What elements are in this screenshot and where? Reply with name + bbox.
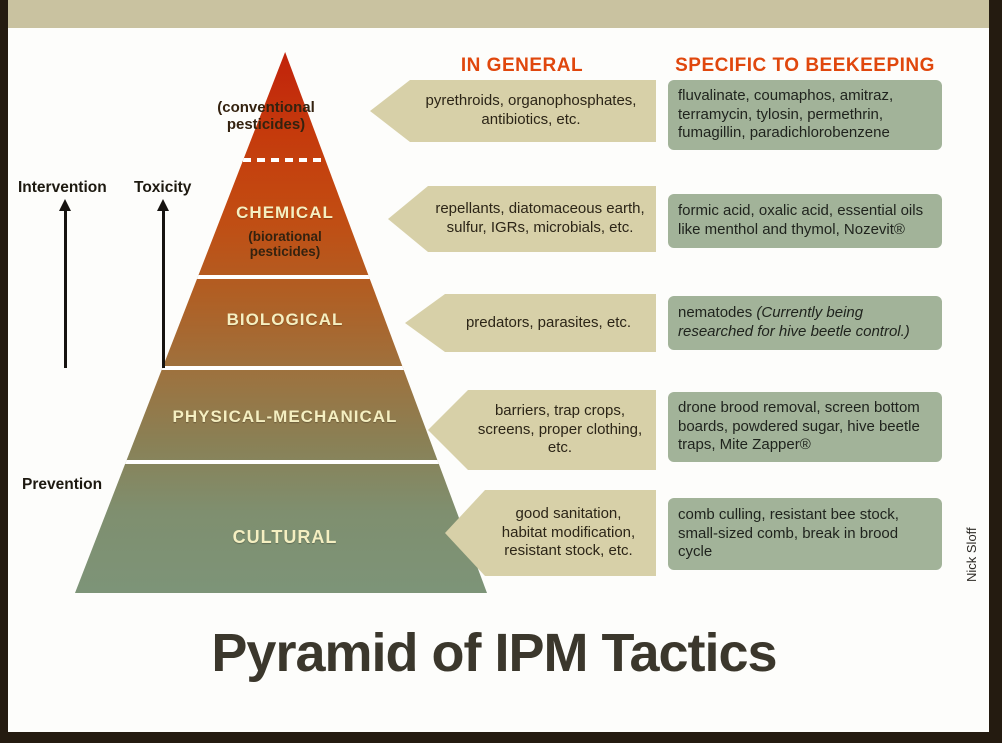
general-callout-text: predators, parasites, etc.	[465, 313, 632, 331]
page-title: Pyramid of IPM Tactics	[211, 623, 777, 683]
level-separator-dashed	[75, 158, 487, 162]
beekeeping-box-biological: nematodes (Currently being researched fo…	[668, 296, 942, 350]
beekeeping-box-text: comb culling, resistant bee stock, small…	[678, 505, 899, 561]
pyramid-level-physical-mechanical: PHYSICAL-MECHANICAL	[172, 407, 398, 426]
column-header-specific-to-beekeeping: SPECIFIC TO BEEKEEPING	[675, 55, 935, 76]
beekeeping-box-cultural: comb culling, resistant bee stock, small…	[668, 498, 942, 570]
level-separator	[75, 460, 487, 464]
level-separator	[75, 275, 487, 279]
intervention-up-arrow-icon	[59, 199, 71, 368]
beekeeping-box-text-italic: (Currently being researched for hive bee…	[678, 304, 910, 340]
general-callout-cultural: good sanitation, habitat modification, r…	[445, 490, 656, 576]
general-callout-text: repellants, diatomaceous earth, sulfur, …	[435, 200, 645, 236]
beekeeping-box-text: formic acid, oxalic acid, essential oils…	[678, 202, 924, 238]
beekeeping-box-physical-mechanical: drone brood removal, screen bottom board…	[668, 392, 942, 462]
column-header-in-general: IN GENERAL	[460, 55, 584, 76]
beekeeping-box-text: fluvalinate, coumaphos, amitraz, terramy…	[678, 86, 894, 142]
beekeeping-box-chemical: formic acid, oxalic acid, essential oils…	[668, 194, 942, 248]
prevention-label: Prevention	[22, 476, 103, 493]
level-separator	[75, 366, 487, 370]
beekeeping-box-text-plain: nematodes	[678, 304, 757, 322]
toxicity-up-arrow-icon	[157, 199, 169, 368]
credit-text: Nick Sloff	[964, 527, 979, 582]
pyramid-level-chemical-sublabel: (biorational pesticides)	[248, 229, 322, 260]
top-band	[8, 0, 989, 28]
general-callout-text: pyrethroids, organophosphates, antibioti…	[425, 92, 637, 128]
beekeeping-box-text: drone brood removal, screen bottom board…	[678, 398, 920, 454]
pyramid-level-cultural: CULTURAL	[232, 527, 338, 547]
toxicity-label: Toxicity	[134, 179, 192, 196]
pyramid-tip-label: (conventional pesticides)	[217, 99, 315, 133]
general-callout-text: barriers, trap crops, screens, proper cl…	[477, 402, 643, 457]
general-callout-text: good sanitation, habitat modification, r…	[501, 505, 636, 560]
beekeeping-box-conventional: fluvalinate, coumaphos, amitraz, terramy…	[668, 80, 942, 150]
general-callout-chemical: repellants, diatomaceous earth, sulfur, …	[388, 186, 656, 252]
pyramid-level-biological: BIOLOGICAL	[226, 310, 344, 329]
pyramid-level-chemical: CHEMICAL	[236, 203, 334, 222]
general-callout-conventional: pyrethroids, organophosphates, antibioti…	[370, 80, 656, 142]
general-callout-physical-mechanical: barriers, trap crops, screens, proper cl…	[428, 390, 656, 470]
general-callout-biological: predators, parasites, etc.	[405, 294, 656, 352]
beekeeping-box-text: nematodes (Currently being researched fo…	[678, 304, 932, 342]
intervention-label: Intervention	[18, 179, 107, 196]
